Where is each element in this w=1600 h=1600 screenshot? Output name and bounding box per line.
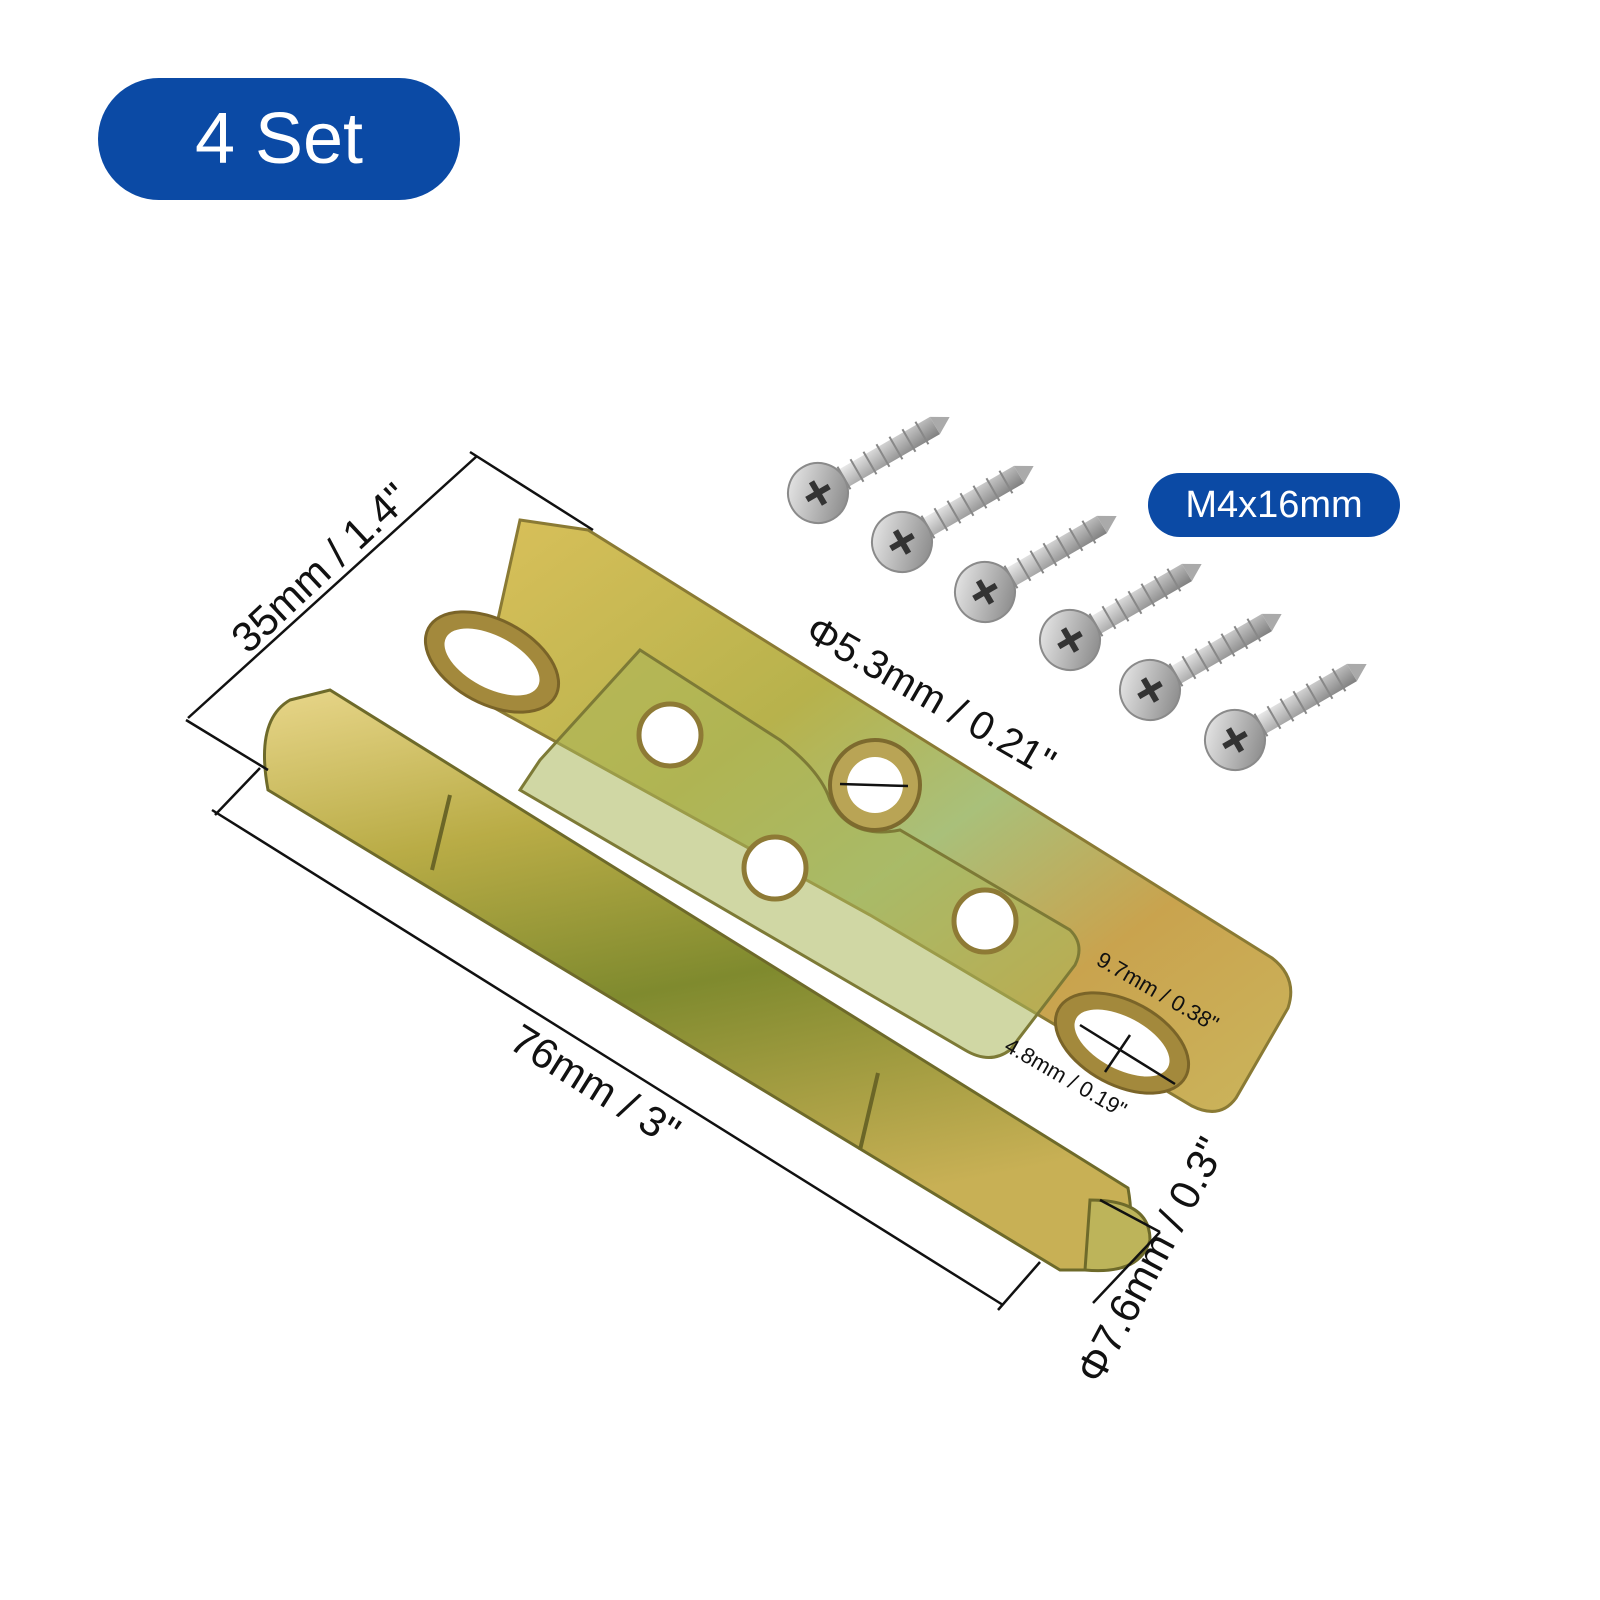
dimension-width-label: 35mm / 1.4"	[222, 474, 419, 662]
screw-4	[1039, 563, 1202, 671]
screws	[787, 416, 1367, 771]
quantity-badge: 4 Set	[98, 78, 460, 200]
hinge	[262, 518, 1293, 1273]
dimension-length-label: 76mm / 3"	[502, 1015, 688, 1156]
round-hole-1	[636, 701, 704, 769]
dimension-lines	[185, 450, 1176, 1311]
screw-6	[1204, 663, 1367, 771]
screw-size-badge: M4x16mm	[1148, 473, 1400, 537]
screw-2	[871, 465, 1034, 573]
round-hole-2	[741, 834, 809, 902]
screw-5	[1119, 613, 1282, 721]
slot-hole-bottom	[1053, 991, 1191, 1095]
screw-3	[954, 515, 1117, 623]
slot-hole-top	[423, 610, 561, 714]
screw-1	[787, 416, 950, 524]
round-hole-3	[951, 887, 1019, 955]
